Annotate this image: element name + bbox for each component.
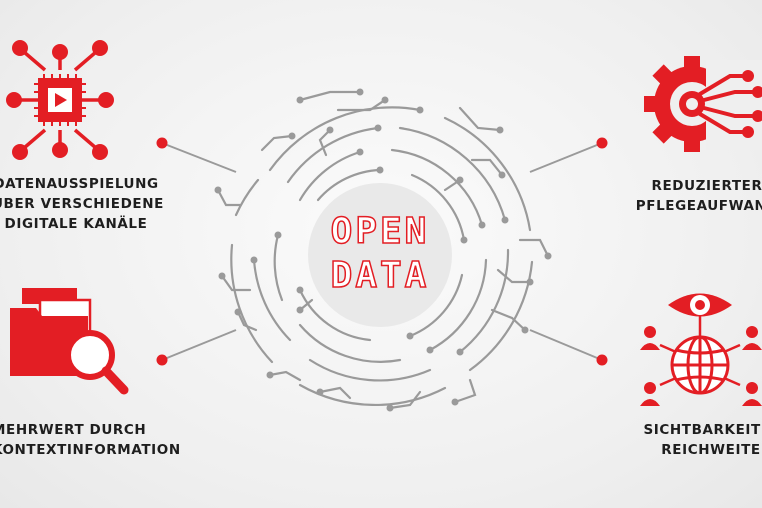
circuit-ring [216, 90, 550, 410]
center-disc [308, 183, 452, 327]
feature-label-context: MEHRWERT DURCH KONTEXTINFORMATION [0, 420, 181, 460]
feature-label-line: DIGITALE KANÄLE [4, 216, 148, 232]
feature-label-distribution: DATENAUSSPIELUNG ÜBER VERSCHIEDENE DIGIT… [0, 174, 164, 234]
center-title-line2: DATA [330, 254, 430, 297]
chip-play-icon [6, 40, 114, 160]
feature-label-maintenance: REDUZIERTER PFLEGEAUFWAND [632, 176, 762, 216]
gear-network-icon [644, 56, 762, 152]
circuit-nodes [214, 88, 552, 412]
connector-lines [161, 142, 603, 361]
eye-globe-network-icon [640, 293, 762, 406]
folder-search-icon [10, 288, 129, 395]
feature-label-line: MEHRWERT DURCH [0, 422, 147, 438]
feature-label-line: REDUZIERTER [651, 178, 762, 194]
center-title-line1: OPEN [330, 210, 430, 253]
feature-label-visibility: SICHTBARKEIT & REICHWEITE [636, 420, 762, 460]
feature-label-line: DATENAUSSPIELUNG [0, 176, 159, 192]
connector-dots [156, 137, 608, 366]
feature-label-line: ÜBER VERSCHIEDENE [0, 196, 164, 212]
feature-label-line: KONTEXTINFORMATION [0, 442, 181, 458]
feature-label-line: SICHTBARKEIT & [643, 422, 762, 438]
feature-label-line: PFLEGEAUFWAND [635, 198, 762, 214]
feature-label-line: REICHWEITE [661, 442, 761, 458]
center-title: OPEN DATA [300, 210, 460, 298]
